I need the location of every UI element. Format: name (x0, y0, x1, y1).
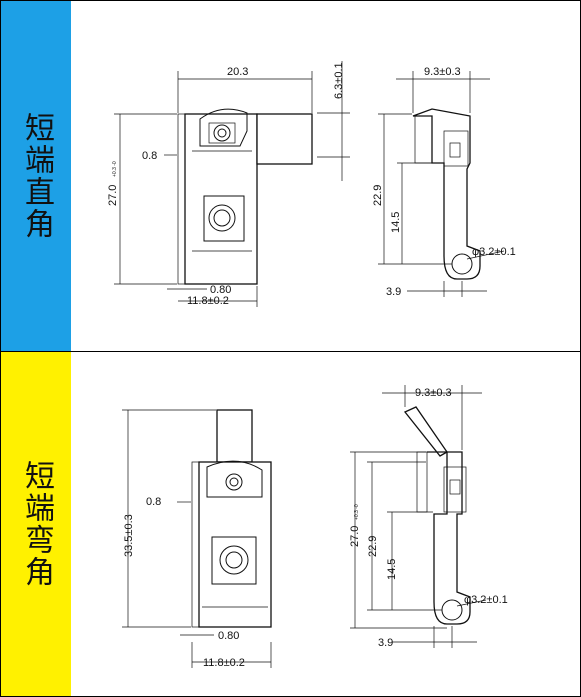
dim-height-tol: +0.3 -0 (112, 161, 118, 177)
side-view (412, 108, 481, 280)
panel-short-bent: 短端弯角 33.5±0.3 0.8 (1, 352, 580, 696)
dim-hole: φ3.2±0.1 (472, 246, 516, 258)
dim-tab: 6.3±0.1 (333, 62, 345, 99)
dim-offset: 0.8 (146, 496, 161, 508)
side-dimensions: 9.3±0.3 27.0 +0.3 -0 22.9 14.5 φ3.2±0.1 (349, 385, 508, 649)
panel-label: 短端弯角 (19, 460, 54, 588)
front-view (177, 108, 313, 285)
side-dimensions: 9.3±0.3 6.3±0.1 22.9 14.5 φ3.2±0.1 3.9 (317, 61, 516, 298)
side-view (403, 406, 471, 625)
dim-h0-tol: +0.3 -0 (354, 504, 360, 520)
panel-short-straight: 短端直角 20.3 (1, 1, 580, 352)
dim-top: 9.3±0.3 (415, 387, 452, 399)
dim-offset: 0.8 (142, 150, 157, 162)
dim-depth: 11.8±0.2 (187, 295, 229, 307)
dim-h1: 22.9 (372, 185, 384, 206)
dim-hole: φ3.2±0.1 (464, 594, 508, 606)
dim-top: 9.3±0.3 (424, 66, 461, 78)
technical-drawing: 33.5±0.3 0.8 0.80 11.8±0.2 (122, 385, 508, 669)
dim-base: 3.9 (386, 286, 401, 298)
dim-h2: 14.5 (390, 212, 402, 233)
dim-base: 3.9 (378, 637, 393, 649)
front-dimensions: 20.3 27.0 +0.3 -0 0.8 0.80 11.8±0.2 (107, 66, 313, 307)
dim-plate: 0.80 (218, 630, 239, 642)
dim-width: 20.3 (227, 66, 248, 78)
dim-h1: 22.9 (367, 536, 379, 557)
dim-plate: 0.80 (210, 284, 231, 296)
panel-label: 短端直角 (19, 112, 54, 240)
side-label-band: 短端直角 (1, 1, 71, 351)
technical-drawing: 20.3 27.0 +0.3 -0 0.8 0.80 11.8±0.2 (107, 61, 516, 307)
dim-height: 27.0 (107, 185, 119, 206)
front-dimensions: 33.5±0.3 0.8 0.80 11.8±0.2 (122, 409, 272, 669)
dim-h0: 27.0 (349, 526, 361, 547)
dim-depth: 11.8±0.2 (203, 657, 245, 669)
front-view (191, 409, 272, 628)
side-label-band: 短端弯角 (1, 352, 71, 696)
dim-height: 33.5±0.3 (123, 514, 135, 557)
dim-h2: 14.5 (386, 559, 398, 580)
